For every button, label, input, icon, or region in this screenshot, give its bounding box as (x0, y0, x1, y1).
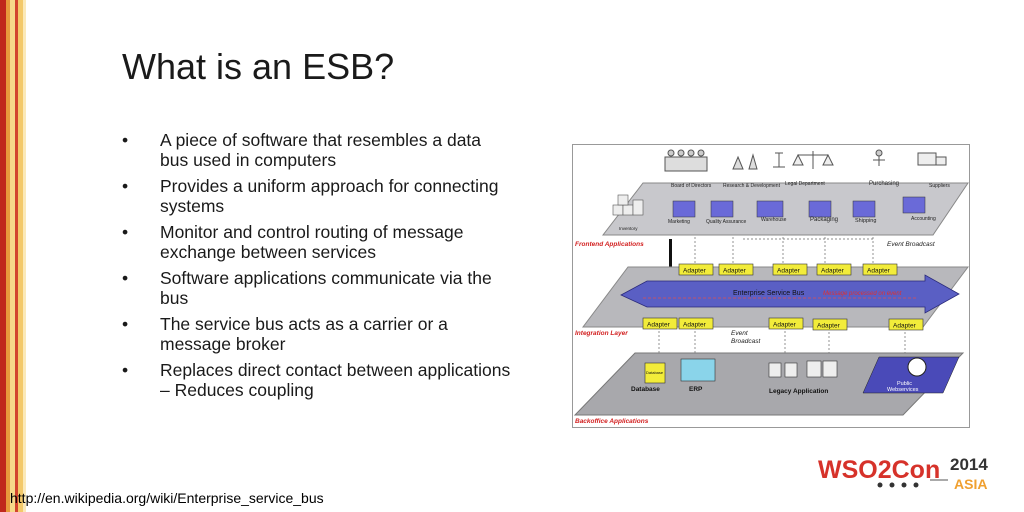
bullet-text: Provides a uniform approach for connecti… (160, 176, 499, 216)
adapter-label: Adapter (723, 268, 747, 275)
dept-label: Research & Development (723, 183, 781, 189)
bullet-text: A piece of software that resembles a dat… (160, 130, 482, 170)
dept-label: Packaging (810, 217, 838, 223)
legacy-computer-icons (768, 360, 838, 378)
bus-note-label: Message processed on event (823, 291, 902, 297)
bullet-item: • Replaces direct contact between applica… (122, 360, 512, 400)
backoffice-label: ERP (689, 386, 703, 393)
event-broadcast-label: Event (731, 330, 749, 337)
adapter-label: Adapter (777, 268, 801, 275)
event-broadcast-label: Event Broadcast (887, 241, 936, 248)
bullet-text: Replaces direct contact between applicat… (160, 360, 511, 400)
side-stripes-decoration (0, 0, 26, 512)
dept-label: Inventory (619, 226, 638, 231)
esb-bus-label: Enterprise Service Bus (733, 290, 805, 297)
slide-title: What is an ESB? (122, 46, 395, 87)
logo-region: ASIA (954, 476, 987, 492)
backoffice-label: Database (631, 386, 660, 393)
adapter-label: Adapter (647, 322, 671, 329)
bullet-glyph: • (122, 222, 129, 242)
layer-label-backoffice: Backoffice Applications (575, 418, 649, 425)
bullet-list: • A piece of software that resembles a da… (122, 130, 512, 406)
event-broadcast-label: Broadcast (731, 338, 761, 345)
public-webservices-label: Webservices (887, 387, 919, 393)
bullet-item: • Software applications communicate via t… (122, 268, 512, 308)
bullet-glyph: • (122, 130, 129, 150)
bullet-text: Software applications communicate via th… (160, 268, 492, 308)
dept-label: Warehouse (761, 217, 787, 223)
dept-label: Accounting (911, 216, 936, 222)
bullet-item: • Monitor and control routing of message … (122, 222, 512, 262)
adapter-label: Adapter (683, 322, 707, 329)
black-bar (669, 239, 672, 275)
source-url: http://en.wikipedia.org/wiki/Enterprise_… (10, 490, 324, 506)
logo-brand: WSO2Con (818, 456, 940, 484)
bullet-glyph: • (122, 268, 129, 288)
dept-label: Legal Department (785, 181, 825, 187)
wso2con-logo: WSO2Con 2014 ASIA (818, 455, 988, 492)
adapter-label: Adapter (817, 323, 841, 330)
dept-label: Marketing (668, 219, 690, 225)
layer-label-integration: Integration Layer (575, 330, 628, 337)
bullet-glyph: • (122, 176, 129, 196)
logo-people-icons (877, 482, 919, 488)
public-webservices-label: Public (897, 381, 912, 387)
dept-label: Suppliers (929, 183, 950, 189)
department-icons (664, 149, 947, 172)
database-box-label: Database (646, 370, 664, 375)
frontend-app-tiles (672, 196, 926, 218)
backoffice-plane (573, 352, 965, 416)
adapter-label: Adapter (893, 323, 917, 330)
database-icon (644, 362, 666, 384)
adapter-label: Adapter (867, 268, 891, 275)
globe-icon (907, 357, 927, 377)
bullet-item: • Provides a uniform approach for connect… (122, 176, 512, 216)
bullet-item: • A piece of software that resembles a da… (122, 130, 512, 170)
public-webservices-panel (862, 356, 960, 394)
esb-bus-arrow (620, 274, 960, 314)
dept-label: Shipping (855, 218, 876, 224)
bullet-text: Monitor and control routing of message e… (160, 222, 464, 262)
top-connectors (694, 237, 874, 263)
adapter-label: Adapter (683, 268, 707, 275)
bottom-adapters (642, 317, 924, 331)
bullet-glyph: • (122, 360, 129, 380)
layer-label-frontend: Frontend Applications (575, 241, 644, 248)
inventory-boxes (612, 194, 644, 216)
dept-label: Board of Directors (671, 183, 712, 189)
bullet-glyph: • (122, 314, 129, 334)
dept-label: Quality Assurance (706, 219, 747, 225)
logo-year: 2014 (950, 455, 988, 474)
adapter-label: Adapter (773, 322, 797, 329)
bullet-item: • The service bus acts as a carrier or a … (122, 314, 512, 354)
dept-label: Purchasing (869, 181, 899, 187)
frontend-plane (601, 182, 969, 236)
adapter-label: Adapter (821, 268, 845, 275)
bullet-text: The service bus acts as a carrier or a m… (160, 314, 448, 354)
erp-icon (680, 358, 716, 382)
backoffice-label: Legacy Application (769, 388, 828, 395)
esb-diagram: Board of Directors Research & Developmen… (572, 144, 970, 428)
top-adapters (678, 263, 898, 276)
